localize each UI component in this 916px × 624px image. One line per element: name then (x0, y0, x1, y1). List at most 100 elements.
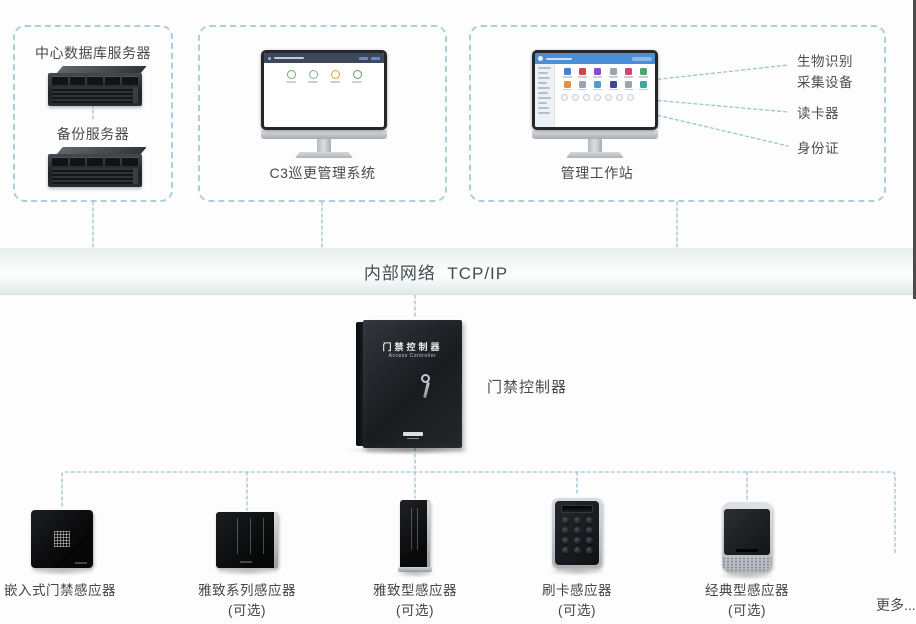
controller-shadow (344, 445, 474, 455)
reader-dark-face (724, 509, 770, 555)
workstation-title-text-bar (546, 57, 572, 60)
app-icon (607, 68, 619, 78)
monitor-bezel (532, 50, 658, 130)
network-band: 内部网络 TCP/IP (0, 248, 916, 295)
workstation-body (535, 64, 655, 127)
keypad-face (555, 501, 599, 565)
c3-titlebar-button (359, 56, 368, 60)
reader-metal-edge (274, 512, 278, 568)
workstation-label: 管理工作站 (560, 165, 634, 181)
workstation-titlebar-button (632, 56, 652, 61)
monitor-stand-neck (588, 139, 602, 152)
elegant-series-reader-icon (216, 512, 278, 568)
workstation-status-icons (561, 94, 650, 101)
controller-side-panel (356, 322, 364, 446)
access-controller-icon: 门禁控制器 Access Controller (344, 320, 474, 455)
device-shadow (394, 570, 436, 578)
server-front-face (48, 73, 142, 106)
c3-logo-icon (268, 56, 271, 60)
workstation-titlebar (535, 53, 655, 64)
reader-metal-edge (427, 500, 430, 570)
key-icon (421, 374, 430, 399)
app-icon (622, 80, 634, 90)
monitor-chin (261, 130, 387, 139)
peripheral-label-card-reader: 读卡器 (797, 106, 839, 121)
workstation-monitor-icon (532, 50, 658, 158)
workstation-content (555, 64, 655, 127)
reader-grid-pattern (54, 531, 70, 547)
workstation-app-grid (561, 68, 650, 90)
reader-optional-elegant-series: (可选) (228, 603, 266, 618)
keypad-buttons (561, 517, 593, 554)
biometric-line1: 生物识别 (797, 54, 853, 69)
app-icon (561, 68, 573, 78)
c3-system-label: C3巡更管理系统 (269, 165, 376, 181)
monitor-stand-base (295, 152, 353, 158)
workstation-sidebar-menu (535, 64, 555, 127)
monitor-stand-base (566, 152, 624, 158)
db-server-label: 中心数据库服务器 (35, 45, 151, 61)
right-edge-line (913, 0, 916, 299)
reader-led-slot (736, 549, 758, 552)
c3-module-icon-green (308, 70, 318, 83)
c3-title-text-bar (274, 57, 304, 59)
peripheral-label-biometric: 生物识别 采集设备 (797, 51, 853, 93)
controller-panel-title: 门禁控制器 (382, 342, 443, 352)
app-icon (638, 80, 650, 90)
key-stem (423, 381, 430, 399)
app-icon (592, 68, 604, 78)
key-ring (421, 374, 430, 383)
reader-optional-classic: (可选) (728, 603, 766, 618)
c3-titlebar-button (371, 56, 380, 60)
app-icon (561, 80, 573, 90)
c3-monitor-icon (261, 50, 387, 158)
server-drive-bays (52, 76, 138, 85)
backup-server-label: 备份服务器 (56, 126, 130, 142)
monitor-chin (532, 130, 658, 139)
elegant-type-reader-icon (398, 500, 432, 572)
server-drive-bays (52, 157, 138, 166)
workstation-logo-icon (538, 56, 543, 61)
c3-module-icon-green (352, 70, 362, 83)
app-icon (622, 68, 634, 78)
reader-label-classic: 经典型感应器 (705, 583, 789, 598)
biometric-line2: 采集设备 (797, 75, 853, 90)
monitor-bezel (261, 50, 387, 130)
app-icon (592, 80, 604, 90)
controller-front-door: 门禁控制器 Access Controller (363, 320, 462, 448)
keypad-display-slot (561, 505, 593, 513)
controller-panel-subtitle: Access Controller (388, 353, 437, 359)
brand-logo-icon (363, 432, 462, 439)
reader-label-keypad: 刷卡感应器 (542, 583, 612, 598)
reader-label-elegant-series: 雅致系列感应器 (198, 583, 296, 598)
controller-label: 门禁控制器 (487, 379, 568, 396)
c3-screen (264, 53, 384, 127)
reader-label-elegant-type: 雅致型感应器 (373, 583, 457, 598)
device-shadow (718, 572, 776, 580)
reader-optional-elegant-type: (可选) (396, 603, 434, 618)
reader-brand-mark (240, 561, 252, 563)
reader-base (398, 567, 432, 572)
reader-optional-keypad: (可选) (558, 603, 596, 618)
monitor-stand-neck (317, 139, 331, 152)
device-shadow (28, 568, 96, 576)
app-icon (607, 80, 619, 90)
database-server-icon (48, 66, 147, 106)
app-icon (576, 80, 588, 90)
server-vent-grille (52, 87, 138, 103)
reader-line-pattern (406, 508, 423, 550)
backup-server-icon (48, 147, 147, 187)
c3-screen-titlebar (264, 53, 384, 63)
reader-brand-mark (75, 562, 87, 564)
reader-speaker-grille (722, 557, 772, 572)
server-front-face (48, 154, 142, 187)
c3-module-icon-green (286, 70, 296, 83)
reader-line-pattern (225, 518, 266, 554)
network-band-label: 内部网络 TCP/IP (363, 264, 509, 283)
c3-system-box: C3巡更管理系统 (198, 25, 447, 202)
reader-label-embedded: 嵌入式门禁感应器 (4, 583, 116, 598)
device-shadow (213, 568, 281, 576)
c3-module-icon-orange (330, 70, 340, 83)
server-group-box: 中心数据库服务器 备份服务器 (13, 25, 173, 202)
